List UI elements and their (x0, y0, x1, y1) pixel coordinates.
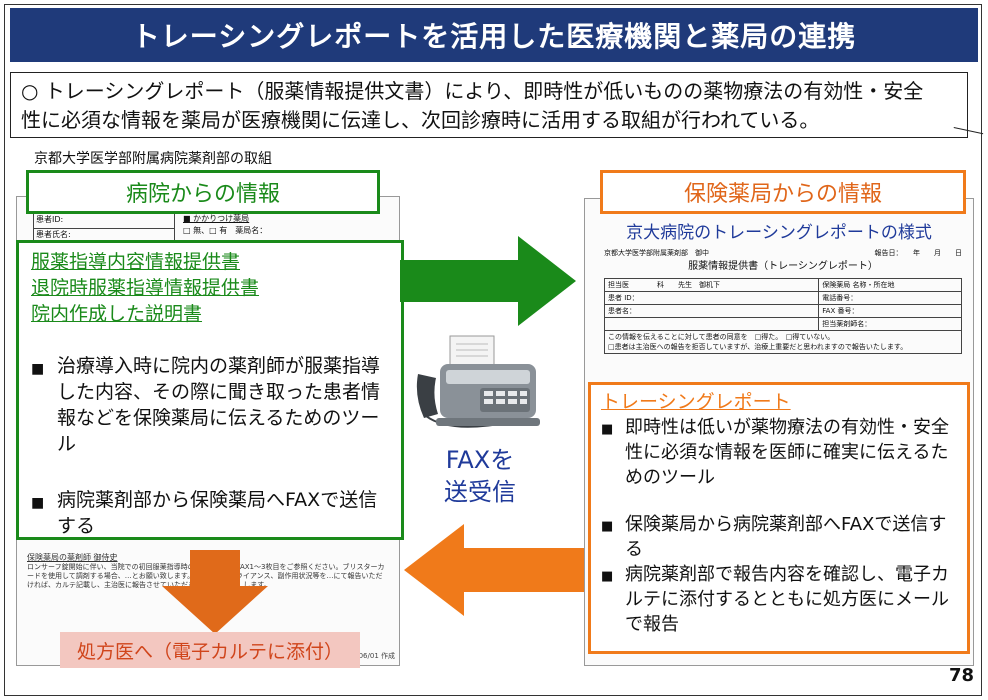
form-tel: 電話番号： (818, 291, 962, 305)
fax-machine-icon (416, 335, 540, 428)
link-in-house-explanation[interactable]: 院内作成した説明書 (31, 303, 203, 325)
form-date: 報告日： 年 月 日 (874, 249, 963, 257)
bullet-square-icon: ■ (31, 361, 45, 377)
bullet-text: 保険薬局から病院薬剤部へFAXで送信する (625, 514, 947, 560)
slide-frame (4, 4, 982, 696)
form-doctor: 担当医 科 先生 御机下 (603, 278, 820, 292)
pharmacy-info-label: 保険薬局からの情報 (600, 170, 966, 214)
pharmacy-heading: ■ かかりつけ薬局 (183, 214, 250, 223)
note-heading: 保険薬局の薬剤師 御侍史 (27, 553, 118, 562)
subheading: 京都大学医学部附属病院薬剤部の取組 (34, 151, 272, 167)
fax-label: FAXを 送受信 (430, 444, 530, 508)
form-patient-name: 患者名： (603, 304, 820, 318)
form-consent-1: この情報を伝えることに対して患者の同意を □得た。 □得ていない。 (608, 333, 835, 341)
summary-line-1: ○ トレーシングレポート（服薬情報提供文書）により、即時性が低いものの薬物療法の… (21, 79, 924, 103)
hospital-document-links: 服薬指導内容情報提供書 退院時服薬指導情報提供書 院内作成した説明書 (19, 243, 401, 327)
form-consent: この情報を伝えることに対して患者の同意を □得た。 □得ていない。 □患者は主治… (604, 330, 962, 354)
bullet-text: 治療導入時に院内の薬剤師が服薬指導した内容、その際に聞き取った患者情報などを保険… (57, 355, 381, 455)
pharmacy-info-box: トレーシングレポート ■ 即時性は低いが薬物療法の有効性・安全性に必須な情報を医… (588, 382, 970, 654)
hospital-info-label: 病院からの情報 (26, 170, 380, 214)
link-medication-guidance[interactable]: 服薬指導内容情報提供書 (31, 251, 241, 273)
slide-title: トレーシングレポートを活用した医療機関と薬局の連携 (10, 8, 978, 62)
bullet-square-icon: ■ (31, 495, 45, 511)
fax-label-line-1: FAXを (445, 446, 515, 474)
form-pharmacist: 担当薬剤師名： (818, 317, 962, 331)
page-number: 78 (948, 665, 974, 686)
right-arrow-icon (400, 236, 576, 326)
form-doc-title: 服薬情報提供書（トレーシングレポート） (688, 261, 878, 272)
bullet-item: ■ 即時性は低いが薬物療法の有効性・安全性に必須な情報を医師に確実に伝えるための… (601, 415, 957, 490)
pharmacy-form-title: 京大病院のトレーシングレポートの様式 (626, 223, 932, 243)
bullet-text: 病院薬剤部から保険薬局へFAXで送信する (57, 489, 378, 537)
tracing-report-form: 京都大学医学部附属薬剤部 御中 報告日： 年 月 日 服薬情報提供書（トレーシン… (603, 248, 963, 354)
prescriber-label: 処方医へ（電子カルテに添付） (60, 632, 360, 668)
left-arrow-icon (404, 524, 584, 616)
form-consent-2: □患者は主治医への報告を拒否していますが、治療上重要だと思われますので報告いたし… (608, 343, 908, 351)
bullet-text: 即時性は低いが薬物療法の有効性・安全性に必須な情報を医師に確実に伝えるためのツー… (625, 417, 949, 488)
bullet-text: 病院薬剤部で報告内容を確認し、電子カルテに添付するとともに処方医にメールで報告 (625, 564, 949, 635)
bullet-item: ■ 保険薬局から病院薬剤部へFAXで送信する (601, 512, 957, 562)
down-arrow-icon (162, 550, 268, 634)
bullet-item: ■ 病院薬剤部から保険薬局へFAXで送信する (31, 487, 389, 539)
fax-label-line-2: 送受信 (444, 478, 516, 506)
pharmacy-options: □ 無、□ 有 薬局名： (183, 226, 268, 235)
bullet-square-icon: ■ (601, 569, 614, 584)
link-discharge-guidance[interactable]: 退院時服薬指導情報提供書 (31, 277, 260, 299)
document-date: 14/06/01 作成 (347, 652, 395, 660)
hospital-bullets: ■ 治療導入時に院内の薬剤師が服薬指導した内容、その際に聞き取った患者情報などを… (19, 353, 401, 539)
bullet-square-icon: ■ (601, 422, 614, 437)
patient-id-field: 患者ID: (34, 214, 174, 229)
bullet-square-icon: ■ (601, 519, 614, 534)
form-table: 担当医 科 先生 御机下 保険薬局 名称・所在地 患者 ID： 電話番号： 患者… (603, 278, 962, 354)
form-addressee: 京都大学医学部附属薬剤部 御中 (604, 249, 709, 257)
bullet-item: ■ 病院薬剤部で報告内容を確認し、電子カルテに添付するとともに処方医にメールで報… (601, 562, 957, 637)
form-patient-id: 患者 ID： (603, 291, 820, 305)
form-blank (603, 317, 820, 331)
form-pharmacy: 保険薬局 名称・所在地 (818, 278, 962, 292)
pharmacy-fields: ■ かかりつけ薬局 □ 無、□ 有 薬局名： (183, 213, 383, 237)
summary-line-2: 性に必須な情報を薬局が医療機関に伝達し、次回診療時に活用する取組が行われている。 (21, 108, 820, 132)
form-fax: FAX 番号： (818, 304, 962, 318)
tracing-report-heading[interactable]: トレーシングレポート (601, 391, 791, 413)
hospital-info-box: 服薬指導内容情報提供書 退院時服薬指導情報提供書 院内作成した説明書 ■ 治療導… (16, 240, 404, 540)
bullet-item: ■ 治療導入時に院内の薬剤師が服薬指導した内容、その際に聞き取った患者情報などを… (31, 353, 389, 457)
summary-box: ○ トレーシングレポート（服薬情報提供文書）により、即時性が低いものの薬物療法の… (10, 72, 968, 138)
